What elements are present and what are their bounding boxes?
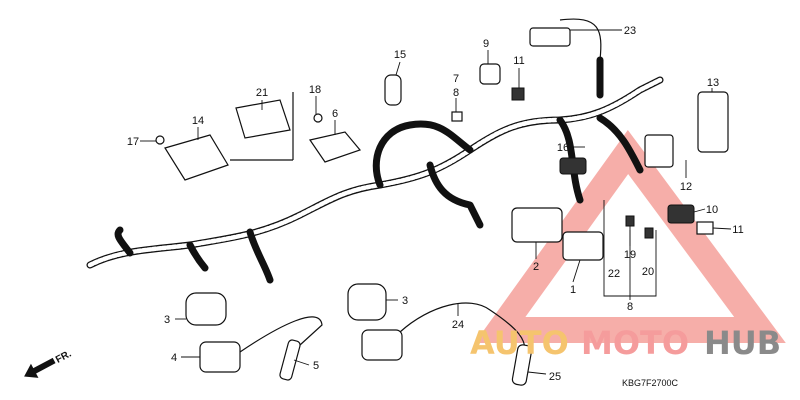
part-5-plug-cap: [279, 339, 301, 381]
label-7: 7: [453, 73, 459, 85]
label-5: 5: [313, 360, 319, 372]
part-5-cable: [239, 316, 323, 353]
leader-lines: [140, 29, 732, 375]
label-21: 21: [256, 87, 268, 99]
label-6: 6: [332, 108, 338, 120]
label-3: 3: [402, 295, 408, 307]
part-25-plug-cap: [511, 344, 533, 386]
label-17: 17: [127, 136, 139, 148]
part-19-fuse: [625, 215, 635, 227]
part-11-cap: [696, 221, 714, 235]
label-8: 8: [627, 301, 633, 313]
watermark-auto: AUTO: [470, 324, 569, 362]
label-19: 19: [624, 249, 636, 261]
label-15: 15: [394, 49, 406, 61]
watermark-text: AUTO MOTO HUB: [470, 324, 781, 362]
label-11: 11: [732, 224, 743, 236]
label-22: 22: [608, 268, 620, 280]
parts: [155, 27, 729, 386]
part-3-boot: [185, 292, 227, 326]
part-24-cable: [399, 302, 526, 351]
main-wire-harness: [86, 18, 664, 284]
part-11-connector: [511, 87, 525, 101]
label-1: 1: [570, 284, 576, 296]
part-15-clamp: [384, 74, 402, 106]
label-4: 4: [171, 352, 177, 364]
part-13-cover: [697, 91, 729, 153]
part-1-fuse-box: [562, 231, 604, 261]
part-17-bolt: [155, 135, 165, 145]
label-3: 3: [164, 314, 170, 326]
part-23-bracket: [529, 27, 571, 47]
part-9-cap: [479, 63, 501, 85]
part-4-ignition-coil: [361, 329, 403, 361]
label-10: 10: [706, 204, 718, 216]
label-8: 8: [453, 87, 459, 99]
label-14: 14: [192, 115, 204, 127]
part-4-ignition-coil: [199, 341, 241, 373]
part-10-relay: [667, 204, 695, 224]
part-20-fuse: [644, 227, 654, 239]
label-24: 24: [452, 319, 464, 331]
part-14-bracket: [164, 134, 229, 181]
label-23: 23: [624, 25, 636, 37]
part-labels: 1 2 3 3 4 5 6 7 8 8 9 10 11 11 12 13 14 …: [127, 25, 744, 383]
part-3-boot: [347, 283, 387, 321]
front-direction-arrow: FR.: [24, 348, 74, 378]
fr-label: FR.: [54, 348, 74, 365]
label-11: 11: [513, 55, 524, 67]
label-16: 16: [557, 142, 569, 154]
part-21-regulator: [235, 99, 291, 139]
label-9: 9: [483, 38, 489, 50]
diagram-code: KBG7F2700C: [622, 378, 679, 388]
arrow-icon: [24, 357, 56, 378]
label-20: 20: [642, 266, 654, 278]
watermark-moto: MOTO: [581, 324, 689, 362]
part-2-box: [511, 207, 563, 243]
part-18-bolt: [313, 113, 323, 123]
label-25: 25: [549, 371, 561, 383]
label-2: 2: [533, 261, 539, 273]
part-8-connector: [451, 111, 463, 122]
part-16-relay: [559, 157, 587, 175]
label-18: 18: [309, 84, 321, 96]
watermark-hub: HUB: [704, 324, 781, 362]
label-12: 12: [680, 181, 692, 193]
label-13: 13: [707, 77, 719, 89]
part-12-relay: [644, 134, 674, 168]
part-6-unit: [309, 131, 362, 163]
